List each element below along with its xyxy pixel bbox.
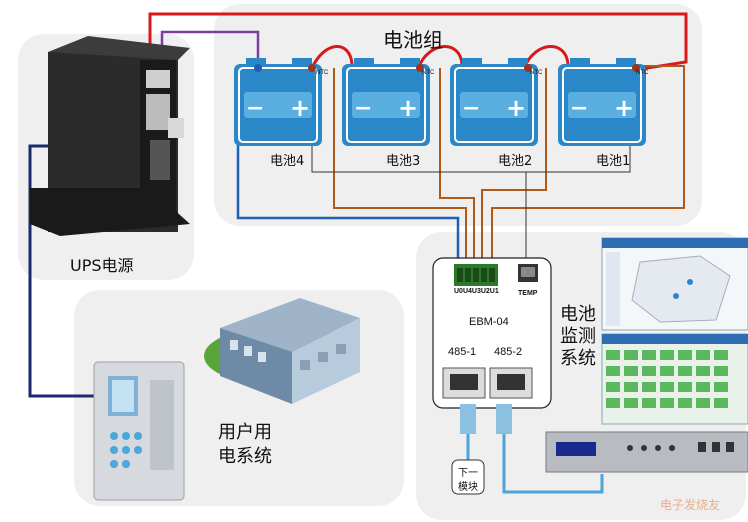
relay-device [93,361,185,501]
jumper-3-2 [416,45,464,69]
battery-3-minus: − [354,96,373,121]
battery-1 [558,58,646,146]
purple-power-wire [160,30,260,68]
rs485-wire-monitor [502,432,604,494]
ebm-model-label: EBM-04 [469,316,509,328]
battery-1-label: 电池1 [596,154,631,169]
red-power-wire [148,12,688,72]
brown-sense-wire-u3 [439,68,475,266]
brown-sense-wire-u1 [491,65,685,266]
ebm-temp-label: TEMP [518,290,538,297]
battery-3-plus: + [398,94,419,122]
ntc-tag-2: NTC [530,70,543,76]
user-system-label-1: 用户用 [218,422,272,443]
brown-sense-wire-u2 [481,68,547,266]
ups-to-user-wire [28,144,94,398]
battery-2-label: 电池2 [498,154,533,169]
monitor-label-3: 系统 [560,348,596,369]
monitor-label-2: 监测 [560,326,596,347]
next-module-label-1: 下一 [458,468,478,479]
battery-2 [450,58,538,146]
battery-1-plus: + [614,94,635,122]
brown-sense-wire-u4 [333,68,467,266]
ntc-tag-3: NTC [422,70,435,76]
ntc-tag-4: NTC [316,70,329,76]
blue-sense-wire [236,76,460,266]
battery-3-label: 电池3 [386,154,421,169]
battery-2-minus: − [462,96,481,121]
building-illustration [204,298,360,404]
jumper-2-1 [522,45,570,69]
ebm-port-right-label: 485-2 [494,346,523,358]
ups-device [30,36,190,236]
monitor-label-1: 电池 [560,304,596,325]
user-system-label-2: 电系统 [218,446,272,467]
ebm-terminals-label: U0U4U3U2U1 [454,288,499,295]
rack-unit [545,431,748,473]
ntc-tag-1: NTC [636,70,649,76]
ebm-module [432,257,552,434]
battery-4 [234,58,322,146]
battery-3 [342,58,430,146]
ebm-port-left-label: 485-1 [448,346,477,358]
jumper-4-3 [310,45,354,69]
monitor-screen-grid [601,333,748,425]
battery-4-plus: + [290,94,311,122]
battery-1-minus: − [570,96,589,121]
ups-label: UPS电源 [70,256,134,275]
monitor-screen-map [601,237,748,331]
watermark: 电子发烧友 [660,498,721,512]
next-module-box [451,459,485,495]
battery-4-label: 电池4 [270,154,305,169]
next-module-label-2: 模块 [458,482,478,493]
battery-2-plus: + [506,94,527,122]
battery-group-title: 电池组 [383,28,443,52]
battery-4-minus: − [246,96,265,121]
